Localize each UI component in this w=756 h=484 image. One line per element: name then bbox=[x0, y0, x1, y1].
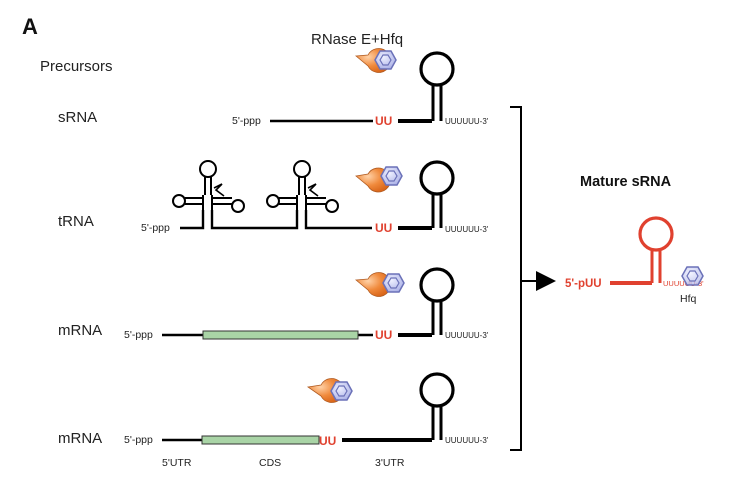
stem-loop-icon bbox=[419, 160, 455, 228]
five-prime-label: 5'-ppp bbox=[232, 115, 261, 127]
rnase-hfq-label: RNase E+Hfq bbox=[311, 31, 403, 48]
poly-u-tail: UUUUUU-3' bbox=[445, 331, 489, 340]
row-label-mrna: mRNA bbox=[58, 322, 102, 339]
uu-motif: UU bbox=[375, 114, 392, 128]
poly-u-tail: UUUUUU-3' bbox=[445, 436, 489, 445]
trna-cloverleaf-icon bbox=[172, 160, 245, 213]
row-label-mrna: mRNA bbox=[58, 430, 102, 447]
row-mrna-2: mRNA 5'-ppp UU UUUUUU-3' 5'UTR CDS 3'UTR bbox=[58, 372, 489, 469]
panel-letter: A bbox=[22, 14, 38, 39]
uu-motif: UU bbox=[375, 328, 392, 342]
uu-motif: UU bbox=[319, 434, 336, 448]
cds-bar bbox=[202, 330, 359, 340]
precursors-label: Precursors bbox=[40, 58, 113, 75]
poly-u-tail: UUUUUU-3' bbox=[445, 117, 489, 126]
poly-u-tail: UUUUUU-3' bbox=[445, 225, 489, 234]
mature-srna: Mature sRNA 5'-pUU UUUUUU-3' Hfq bbox=[565, 174, 704, 305]
five-prime-label: 5'-ppp bbox=[124, 434, 153, 446]
stem-loop-icon bbox=[419, 372, 455, 440]
utr3-label: 3'UTR bbox=[375, 457, 405, 469]
stem-loop-icon bbox=[419, 51, 455, 121]
mature-five-prime-label: 5'-pUU bbox=[565, 278, 602, 290]
utr5-label: 5'UTR bbox=[162, 457, 192, 469]
row-label-srna: sRNA bbox=[58, 109, 97, 126]
five-prime-label: 5'-ppp bbox=[124, 329, 153, 341]
hfq-hexamer-icon bbox=[330, 381, 353, 401]
row-trna: tRNA 5'-ppp bbox=[58, 160, 489, 235]
hfq-hexamer-icon bbox=[681, 266, 704, 286]
stem-loop-icon bbox=[638, 216, 674, 283]
bracket bbox=[510, 106, 522, 451]
mature-srna-title: Mature sRNA bbox=[580, 174, 672, 190]
hfq-hexamer-icon bbox=[374, 50, 397, 70]
row-mrna-1: mRNA 5'-ppp UU UUUUUU-3' bbox=[58, 267, 489, 342]
hfq-hexamer-icon bbox=[380, 166, 403, 186]
cds-bar bbox=[201, 435, 320, 445]
trna-cloverleaf-icon bbox=[266, 160, 339, 213]
uu-motif: UU bbox=[375, 221, 392, 235]
hfq-label: Hfq bbox=[680, 293, 697, 305]
hfq-hexamer-icon bbox=[382, 273, 405, 293]
row-srna: sRNA 5'-ppp UU UUUUUU-3' bbox=[58, 48, 489, 128]
stem-loop-icon bbox=[419, 267, 455, 335]
cds-label: CDS bbox=[259, 457, 281, 469]
rna-strand bbox=[180, 210, 372, 230]
five-prime-label: 5'-ppp bbox=[141, 222, 170, 234]
row-label-trna: tRNA bbox=[58, 213, 94, 230]
mature-poly-u-tail: UUUUUU-3' bbox=[663, 279, 704, 288]
